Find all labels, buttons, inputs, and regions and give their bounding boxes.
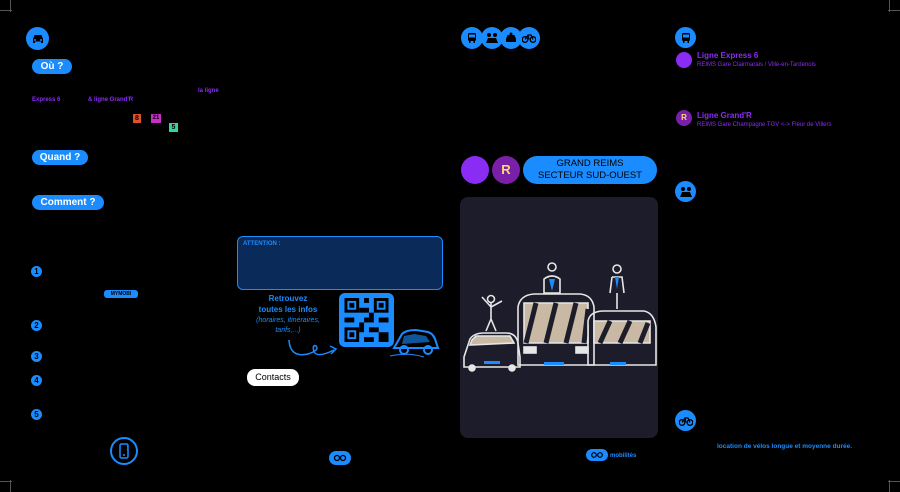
- step-1: 1: [31, 266, 42, 277]
- attention-box: ATTENTION :: [237, 236, 443, 290]
- phone-icon: [110, 437, 138, 465]
- car-icon: [26, 27, 49, 50]
- bus-icon-right: [675, 27, 696, 48]
- sector-line-2: SECTEUR SUD-OUEST: [538, 170, 642, 181]
- car-share-icon: [500, 27, 522, 49]
- grandr-text: & ligne Grand'R: [88, 97, 134, 103]
- carpool-icon-right: [675, 181, 696, 202]
- comment-heading: Comment ?: [32, 195, 104, 210]
- express6-route: REIMS Gare Clairmarais / Ville-en-Tarden…: [697, 62, 816, 68]
- grandr-title: Ligne Grand'R: [697, 111, 752, 120]
- express6-text: Express 6: [32, 97, 61, 103]
- step-5: 5: [31, 409, 42, 420]
- retrouvez-title-2: toutes les infos: [258, 305, 318, 314]
- badge-line-5: 5: [169, 123, 178, 132]
- step-4: 4: [31, 375, 42, 386]
- retrouvez-sub-2: tarifs,...): [275, 327, 301, 334]
- contacts-label: Contacts: [247, 369, 299, 386]
- mymobi-badge: MYMOBI: [104, 290, 138, 298]
- brand-logo-icon: [329, 451, 351, 465]
- bus-icon: [461, 27, 483, 49]
- retrouvez-title-1: Retrouvez: [268, 294, 308, 303]
- arrow-icon: [288, 339, 338, 356]
- sector-line-1: GRAND REIMS: [556, 158, 624, 169]
- attention-label: ATTENTION :: [243, 241, 281, 247]
- step-2: 2: [31, 320, 42, 331]
- qr-code-icon[interactable]: [339, 293, 394, 347]
- carpool-icon: [481, 27, 503, 49]
- express6-circle: [676, 52, 692, 68]
- badge-line-21: 21: [151, 114, 161, 123]
- brand-logo-icon-2: [586, 449, 608, 461]
- car-illustration: [389, 328, 440, 358]
- retrouvez-sub-1: (horaires, itinéraires,: [256, 317, 320, 324]
- ou-heading: Où ?: [32, 59, 72, 74]
- bike-icon-right: [675, 410, 696, 431]
- grandr-badge: R: [492, 156, 520, 184]
- velo-text: location de vélos longue et moyenne duré…: [717, 443, 853, 450]
- illustration-panel: [460, 197, 658, 438]
- express6-title: Ligne Express 6: [697, 51, 759, 60]
- sector-banner: GRAND REIMS SECTEUR SUD-OUEST: [523, 156, 657, 184]
- brand-name: mobilités: [610, 453, 637, 459]
- grandr-route: REIMS Gare Champagne TGV <-> Fleur de Vi…: [697, 122, 832, 128]
- bike-icon: [518, 27, 540, 49]
- quand-heading: Quand ?: [32, 150, 88, 165]
- la-ligne-text: la ligne: [198, 88, 219, 94]
- step-3: 3: [31, 351, 42, 362]
- express-line-circle: [461, 156, 489, 184]
- badge-line-8: 8: [133, 114, 141, 123]
- grandr-circle: R: [676, 110, 692, 126]
